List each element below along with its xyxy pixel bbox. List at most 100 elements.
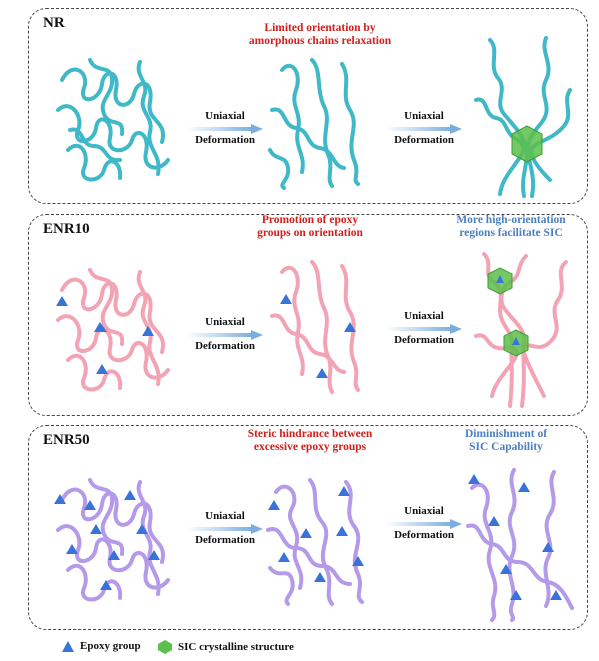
chain [466, 523, 574, 610]
enr10-stretched-chains [474, 252, 568, 408]
chain [266, 527, 352, 586]
legend-epoxy: Epoxy group [62, 640, 141, 652]
note-nr-limited-orientation: Limited orientation by amorphous chains … [248, 22, 392, 47]
nr-arrow-2: Uniaxial Deformation [384, 110, 464, 150]
chain [280, 63, 305, 174]
epoxy-group-icon [280, 294, 292, 304]
epoxy-group-icon [316, 368, 328, 378]
right-arrow-icon [187, 124, 263, 134]
epoxy-group-icon [90, 524, 102, 534]
chain [66, 563, 123, 602]
nr-initial-chains [56, 58, 170, 182]
chain [60, 277, 166, 354]
enr10-partial-chains [270, 260, 360, 394]
epoxy-group-icon [54, 494, 66, 504]
enr50-initial-chains [54, 478, 170, 602]
enr50-partial-chains [266, 478, 364, 606]
right-arrow-icon [187, 524, 263, 534]
chain [529, 88, 572, 182]
enr10-arrow-2: Uniaxial Deformation [384, 310, 464, 350]
chain [280, 265, 305, 376]
chain [66, 143, 123, 182]
panel-label: NR [43, 15, 65, 31]
epoxy-group-icon [300, 528, 312, 538]
nr-arrow-1: Uniaxial Deformation [185, 110, 265, 150]
right-arrow-icon [187, 330, 263, 340]
chain [136, 60, 161, 176]
right-arrow-icon [386, 124, 462, 134]
epoxy-group-icon [100, 580, 112, 590]
legend-sic: SIC crystalline structure [158, 640, 294, 654]
epoxy-group-icon [512, 337, 520, 345]
epoxy-group-icon [488, 516, 500, 526]
chain [68, 127, 122, 163]
epoxy-group-icon [500, 564, 512, 574]
panel-label: ENR10 [43, 221, 90, 237]
enr50-arrow-1: Uniaxial Deformation [185, 510, 265, 550]
epoxy-group-icon [142, 326, 154, 336]
epoxy-group-icon [148, 550, 160, 560]
enr50-stretched-chains [466, 468, 574, 622]
chain [470, 482, 498, 622]
epoxy-group-icon [62, 640, 74, 652]
chain [270, 313, 346, 374]
epoxy-group-icon [518, 482, 530, 492]
chain [66, 353, 123, 392]
note-enr50-diminishment: Diminishment of SIC Capability [464, 428, 548, 453]
chain [526, 36, 551, 198]
chain [268, 148, 291, 190]
chain [310, 260, 334, 394]
chain [499, 254, 528, 408]
chain [308, 478, 334, 606]
epoxy-group-icon [94, 322, 107, 332]
chain [340, 62, 360, 186]
note-enr10-promotion: Promotion of epoxy groups on orientation [257, 214, 363, 239]
note-enr50-steric-hindrance: Steric hindrance between excessive epoxy… [247, 428, 373, 453]
panel-nr: NR [28, 8, 588, 204]
chain [340, 264, 360, 392]
chain [274, 484, 304, 590]
chain [88, 478, 125, 556]
enr10-arrow-1: Uniaxial Deformation [185, 316, 265, 356]
right-arrow-icon [386, 324, 462, 334]
sic-crystal-icon [158, 640, 172, 654]
epoxy-group-icon [550, 590, 562, 600]
epoxy-group-icon [510, 590, 522, 600]
chain [270, 107, 346, 170]
chain [56, 314, 170, 380]
panel-enr50: ENR50 [28, 425, 588, 630]
enr10-initial-chains [56, 268, 170, 392]
epoxy-group-icon [352, 556, 364, 566]
epoxy-group-icon [542, 542, 554, 552]
epoxy-group-icon [338, 486, 350, 496]
nr-partial-chains [268, 58, 360, 190]
panel-enr10: ENR10 [28, 214, 588, 416]
epoxy-group-icon [496, 275, 504, 283]
epoxy-group-icon [344, 322, 356, 332]
chain [88, 58, 125, 136]
epoxy-group-icon [108, 550, 120, 560]
epoxy-group-icon [314, 572, 326, 582]
chain [310, 58, 334, 188]
chain [60, 67, 166, 144]
epoxy-group-icon [84, 500, 96, 510]
epoxy-group-icon [56, 296, 68, 306]
chain [88, 268, 125, 346]
chain [521, 260, 568, 398]
chain [268, 566, 295, 606]
enr50-arrow-2: Uniaxial Deformation [384, 505, 464, 545]
epoxy-group-icon [124, 490, 136, 500]
chain [344, 480, 364, 604]
nr-stretched-chains [474, 36, 572, 198]
epoxy-group-icon [278, 552, 290, 562]
epoxy-group-icon [96, 364, 108, 374]
epoxy-group-icon [336, 526, 348, 536]
chain [60, 487, 166, 564]
epoxy-group-icon [136, 524, 148, 534]
epoxy-group-icon [468, 474, 480, 484]
sic-crystal-icon [511, 125, 543, 163]
right-arrow-icon [386, 519, 462, 529]
chain [543, 470, 556, 608]
panel-label: ENR50 [43, 432, 90, 448]
epoxy-group-icon [66, 544, 78, 554]
